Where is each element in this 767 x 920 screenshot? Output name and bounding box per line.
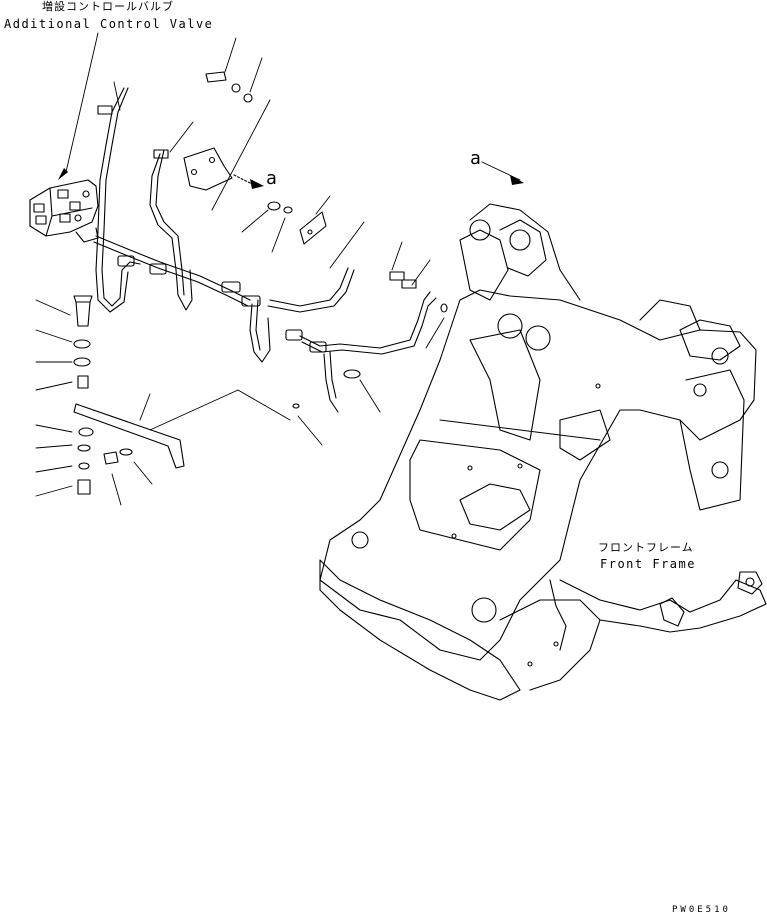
front-frame-label-english: Front Frame	[600, 557, 696, 571]
leader-view-a	[482, 162, 520, 180]
view-mark-middle: a	[266, 168, 277, 189]
arrow-icon	[510, 175, 524, 185]
arrow-icon	[250, 179, 264, 189]
leader-acv	[66, 33, 98, 172]
view-mark-top: a	[470, 148, 481, 169]
leader-bolt	[36, 300, 70, 315]
front-frame-label-japanese: フロントフレーム	[598, 541, 694, 554]
hydraulic-tubes	[94, 88, 436, 412]
control-valve-drawing	[30, 180, 98, 242]
front-frame-drawing	[320, 204, 766, 700]
drawing-code: PW0E510	[672, 905, 731, 915]
control-valve-label-japanese: 増設コントロールバルブ	[42, 0, 174, 13]
brackets-and-hardware	[74, 72, 447, 494]
control-valve-label-english: Additional Control Valve	[4, 17, 214, 31]
arrow-icon	[58, 168, 68, 180]
arrow-marks	[58, 168, 524, 189]
leader-lines	[36, 33, 520, 505]
